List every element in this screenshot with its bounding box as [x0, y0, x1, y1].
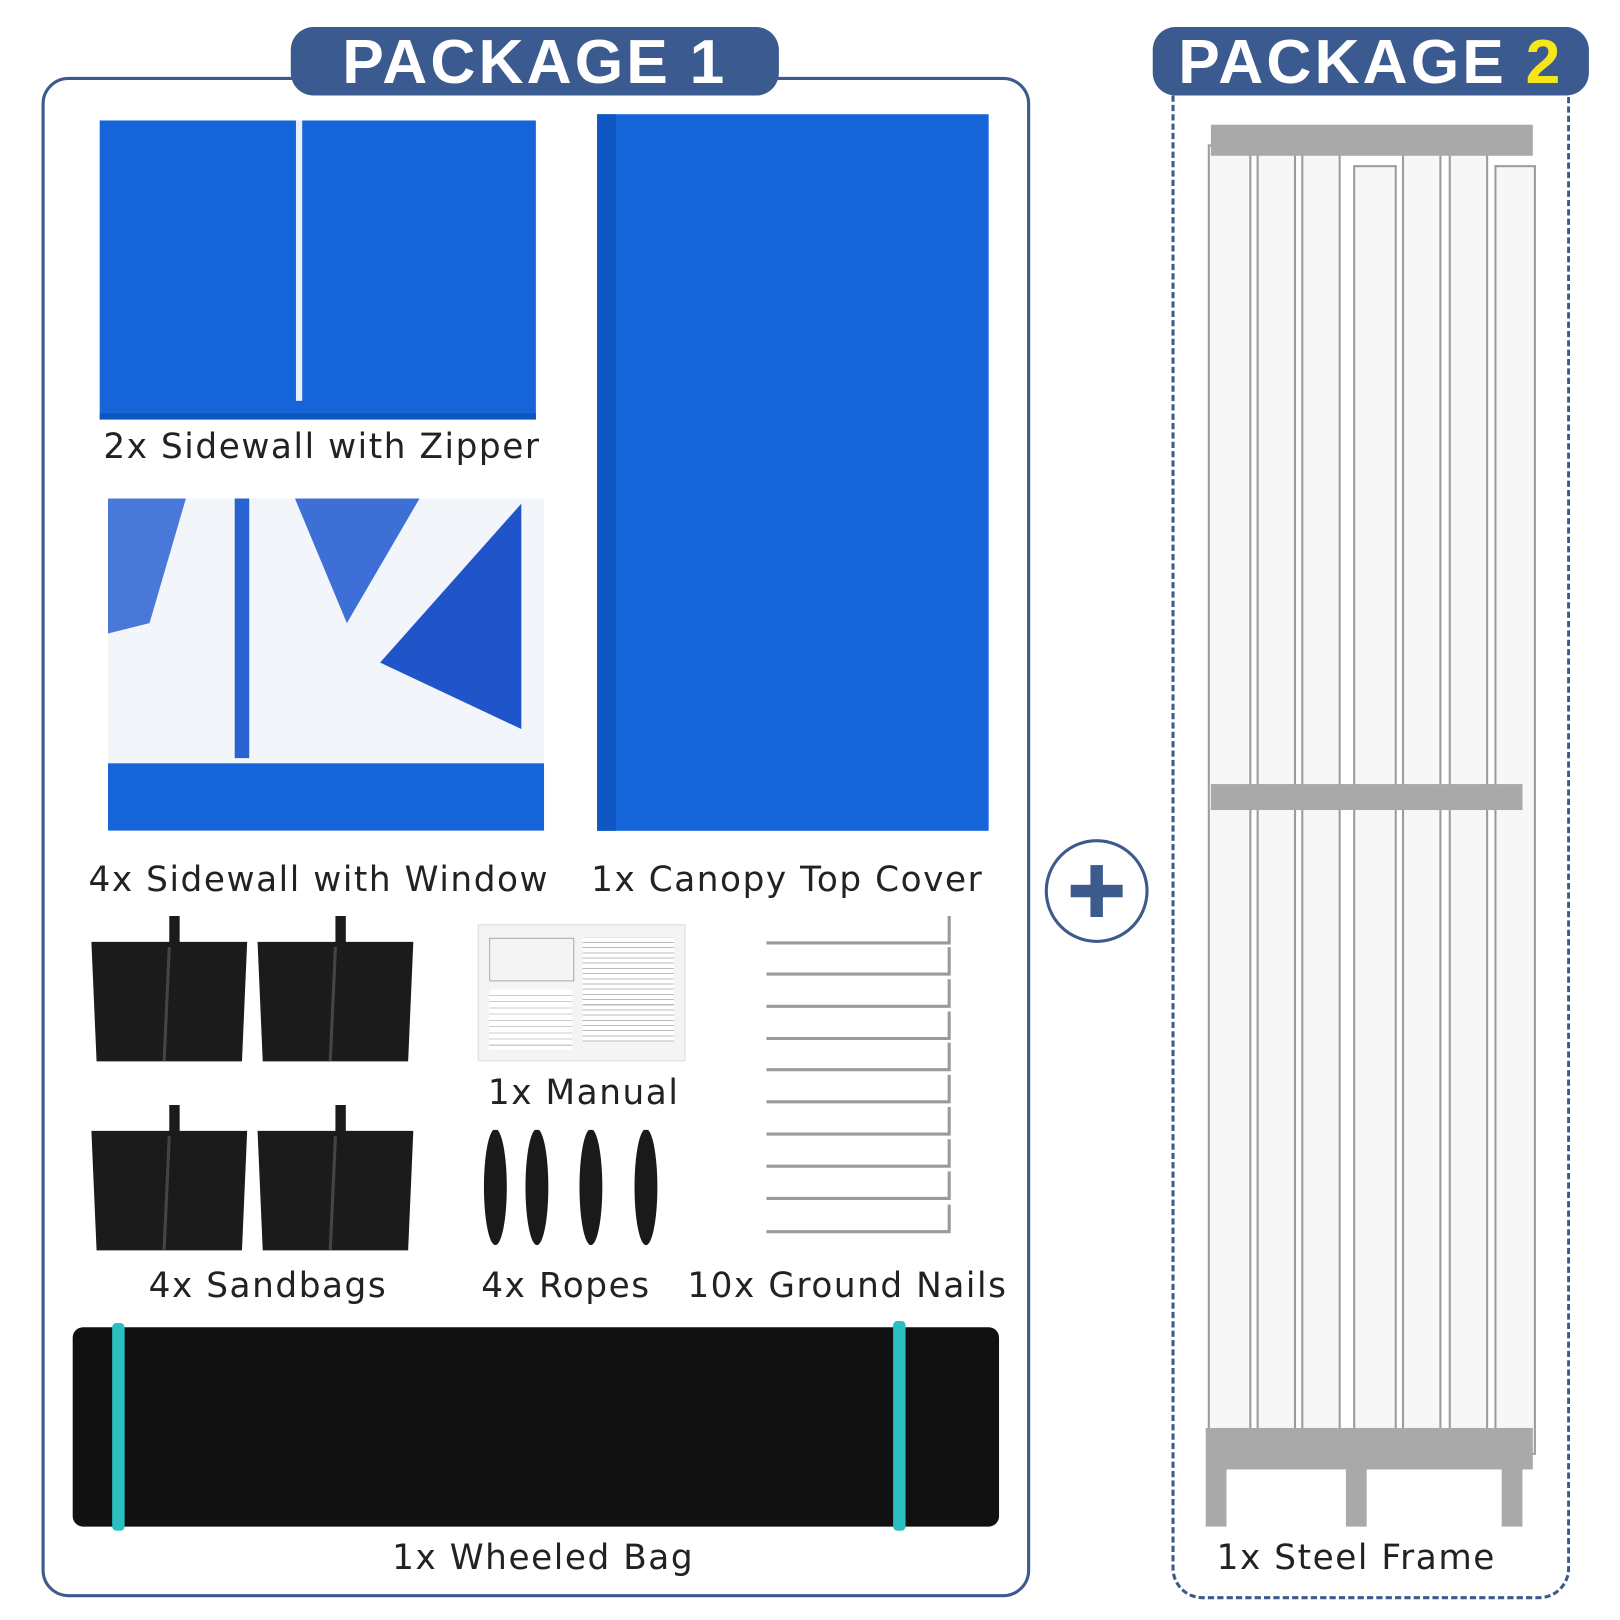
- package-number: 1: [689, 26, 728, 97]
- ground-nails-image: [766, 915, 951, 1234]
- ground-nails-label: 10x Ground Nails: [687, 1264, 1008, 1306]
- sandbags-label: 4x Sandbags: [148, 1264, 388, 1306]
- sidewall-zipper-label: 2x Sidewall with Zipper: [103, 425, 541, 467]
- package-number: 2: [1525, 26, 1564, 97]
- ropes-label: 4x Ropes: [481, 1264, 651, 1306]
- strap: [112, 1323, 125, 1531]
- package-title: PACKAGE: [342, 26, 671, 97]
- plus-icon: [1044, 839, 1149, 943]
- wheeled-bag-image: [72, 1320, 1000, 1531]
- steel-frame-label: 1x Steel Frame: [1216, 1536, 1496, 1578]
- package-2-panel: [1171, 91, 1571, 1600]
- strap: [893, 1320, 906, 1531]
- package-1-badge: PACKAGE 1: [290, 26, 779, 97]
- sidewall-window-image: [108, 498, 545, 831]
- sidewall-window-label: 4x Sidewall with Window: [88, 858, 550, 900]
- manual-image: [477, 924, 686, 1062]
- canopy-top-image: [597, 114, 989, 831]
- ropes-image: [483, 1129, 658, 1246]
- wheeled-bag-label: 1x Wheeled Bag: [392, 1536, 695, 1578]
- package-title: PACKAGE: [1178, 26, 1507, 97]
- sidewall-zipper-image: [99, 120, 536, 420]
- sandbags-image: [91, 915, 415, 1252]
- canopy-top-label: 1x Canopy Top Cover: [591, 858, 984, 900]
- package-2-badge: PACKAGE 2: [1152, 26, 1589, 97]
- manual-label: 1x Manual: [487, 1071, 680, 1113]
- steel-frame-image: [1205, 124, 1536, 1527]
